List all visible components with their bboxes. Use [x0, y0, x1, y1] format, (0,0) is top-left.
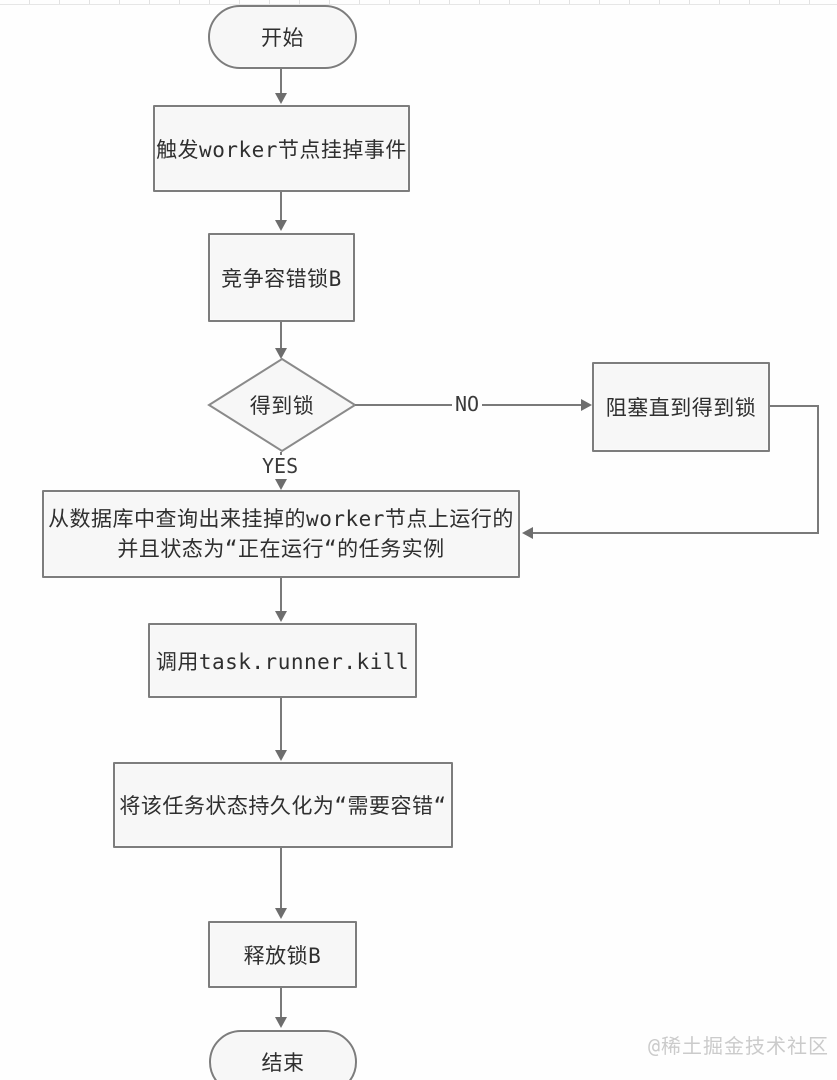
connector-block-feedback-h2 — [533, 532, 819, 534]
arrowhead-down-icon — [275, 1017, 287, 1028]
connector-query-kill — [280, 578, 282, 612]
connector-persist-release — [280, 848, 282, 909]
diamond-shape — [207, 357, 357, 453]
connector-trigger-compete — [280, 192, 282, 220]
flowchart-node-start: 开始 — [208, 5, 357, 69]
node-end-label: 结束 — [261, 1051, 305, 1075]
connector-release-end — [280, 988, 282, 1018]
flowchart-node-query-tasks: 从数据库中查询出来挂掉的worker节点上运行的 并且状态为“正在运行“的任务实… — [42, 490, 520, 578]
node-start-label: 开始 — [261, 26, 304, 50]
arrowhead-left-icon — [522, 527, 533, 539]
top-ruler-gridline — [0, 0, 837, 5]
watermark-text: @稀土掘金技术社区 — [648, 1034, 830, 1058]
arrowhead-right-icon — [581, 399, 592, 411]
arrowhead-down-icon — [275, 908, 287, 919]
flowchart-node-release-lock: 释放锁B — [208, 921, 357, 988]
node-query-tasks-line1: 从数据库中查询出来挂掉的worker节点上运行的 — [48, 506, 514, 531]
connector-start-trigger — [280, 69, 282, 94]
node-persist-state-label: 将该任务状态持久化为“需要容错“ — [119, 794, 447, 818]
node-call-kill-label: 调用task.runner.kill — [155, 649, 410, 674]
connector-kill-persist — [280, 698, 282, 750]
arrowhead-down-icon — [275, 93, 287, 104]
arrowhead-down-icon — [275, 479, 287, 490]
flowchart-node-call-kill: 调用task.runner.kill — [148, 623, 417, 698]
flowchart-node-compete-lock: 竞争容错锁B — [208, 233, 355, 322]
flowchart-node-end: 结束 — [209, 1030, 357, 1080]
edge-label-yes: YES — [259, 455, 302, 477]
connector-block-feedback-h1 — [770, 405, 819, 407]
arrowhead-down-icon — [275, 750, 287, 761]
arrowhead-down-icon — [275, 611, 287, 622]
node-query-tasks-line2: 并且状态为“正在运行“的任务实例 — [117, 537, 445, 561]
node-block-until-lock-label: 阻塞直到得到锁 — [605, 396, 757, 420]
node-trigger-event-label: 触发worker节点挂掉事件 — [156, 137, 407, 162]
flowchart-node-trigger-event: 触发worker节点挂掉事件 — [153, 105, 410, 192]
edge-label-no: NO — [452, 393, 483, 415]
arrowhead-down-icon — [275, 348, 287, 359]
node-release-lock-label: 释放锁B — [243, 943, 322, 968]
node-compete-lock-label: 竞争容错锁B — [221, 266, 342, 291]
arrowhead-down-icon — [275, 220, 287, 231]
connector-block-feedback-v — [817, 405, 819, 534]
connector-compete-decision — [280, 322, 282, 349]
flowchart-node-got-lock-decision: 得到锁 — [207, 357, 357, 453]
flowchart-node-block-until-lock: 阻塞直到得到锁 — [592, 362, 770, 452]
node-got-lock-label: 得到锁 — [249, 394, 315, 418]
flowchart-node-persist-state: 将该任务状态持久化为“需要容错“ — [113, 762, 453, 848]
